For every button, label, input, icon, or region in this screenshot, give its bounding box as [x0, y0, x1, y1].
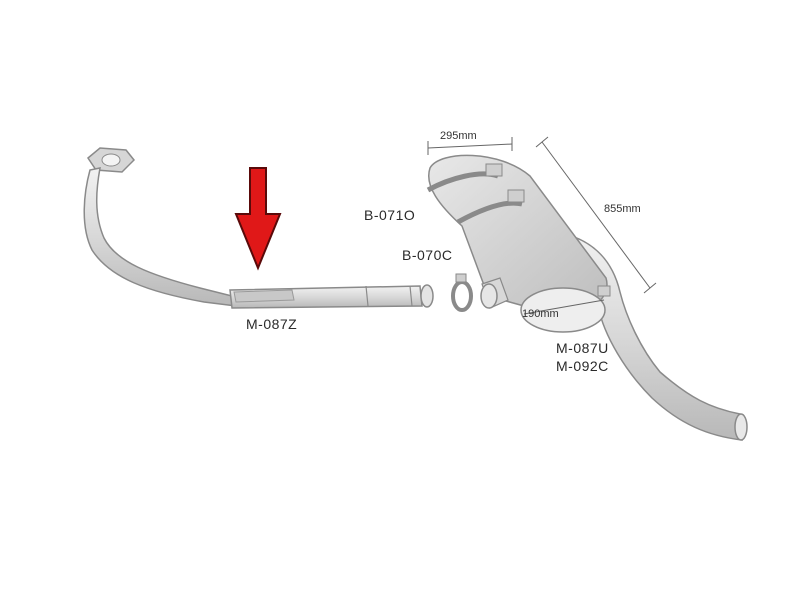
tail-pipe-outlet	[734, 413, 748, 441]
muffler-strap	[456, 200, 523, 225]
dimension-line	[541, 141, 651, 289]
muffler-inlet-opening	[480, 283, 498, 309]
pipe-outlet	[420, 284, 434, 308]
dimension-width	[427, 137, 513, 155]
part-label-muffler: B-071O	[364, 207, 416, 223]
muffler	[426, 154, 611, 333]
pipe-seam	[409, 285, 413, 307]
clamp-ring	[451, 280, 473, 312]
dimension-tick	[535, 136, 549, 148]
pipe-flat-section	[233, 289, 295, 303]
front-pipe	[83, 147, 434, 309]
dimension-tick	[643, 282, 657, 294]
dimension-diameter-label: 190mm	[522, 308, 559, 320]
flange-hole	[101, 153, 121, 167]
pipe-seam	[365, 285, 369, 307]
dimension-length-label: 855mm	[604, 203, 641, 215]
strap-buckle	[507, 189, 525, 203]
dimension-diameter	[523, 299, 605, 315]
strap-buckle	[485, 163, 503, 177]
front-pipe-bend	[83, 167, 238, 307]
muffler-bracket	[597, 285, 611, 297]
muffler-end-cap	[520, 287, 606, 333]
clamp	[451, 273, 473, 312]
dimension-width-label: 295mm	[440, 130, 477, 142]
dimension-line	[427, 143, 513, 149]
down-arrow-icon	[234, 167, 282, 271]
dimension-line	[523, 299, 605, 315]
part-label-rear-1: M-087U	[556, 340, 609, 356]
part-label-rear-2: M-092C	[556, 358, 609, 374]
dimension-length	[535, 136, 657, 294]
part-label-clamp: B-070C	[402, 247, 453, 263]
clamp-bolt	[455, 273, 467, 283]
part-label-front-pipe: M-087Z	[246, 316, 298, 332]
arrow-shaft	[234, 167, 282, 271]
